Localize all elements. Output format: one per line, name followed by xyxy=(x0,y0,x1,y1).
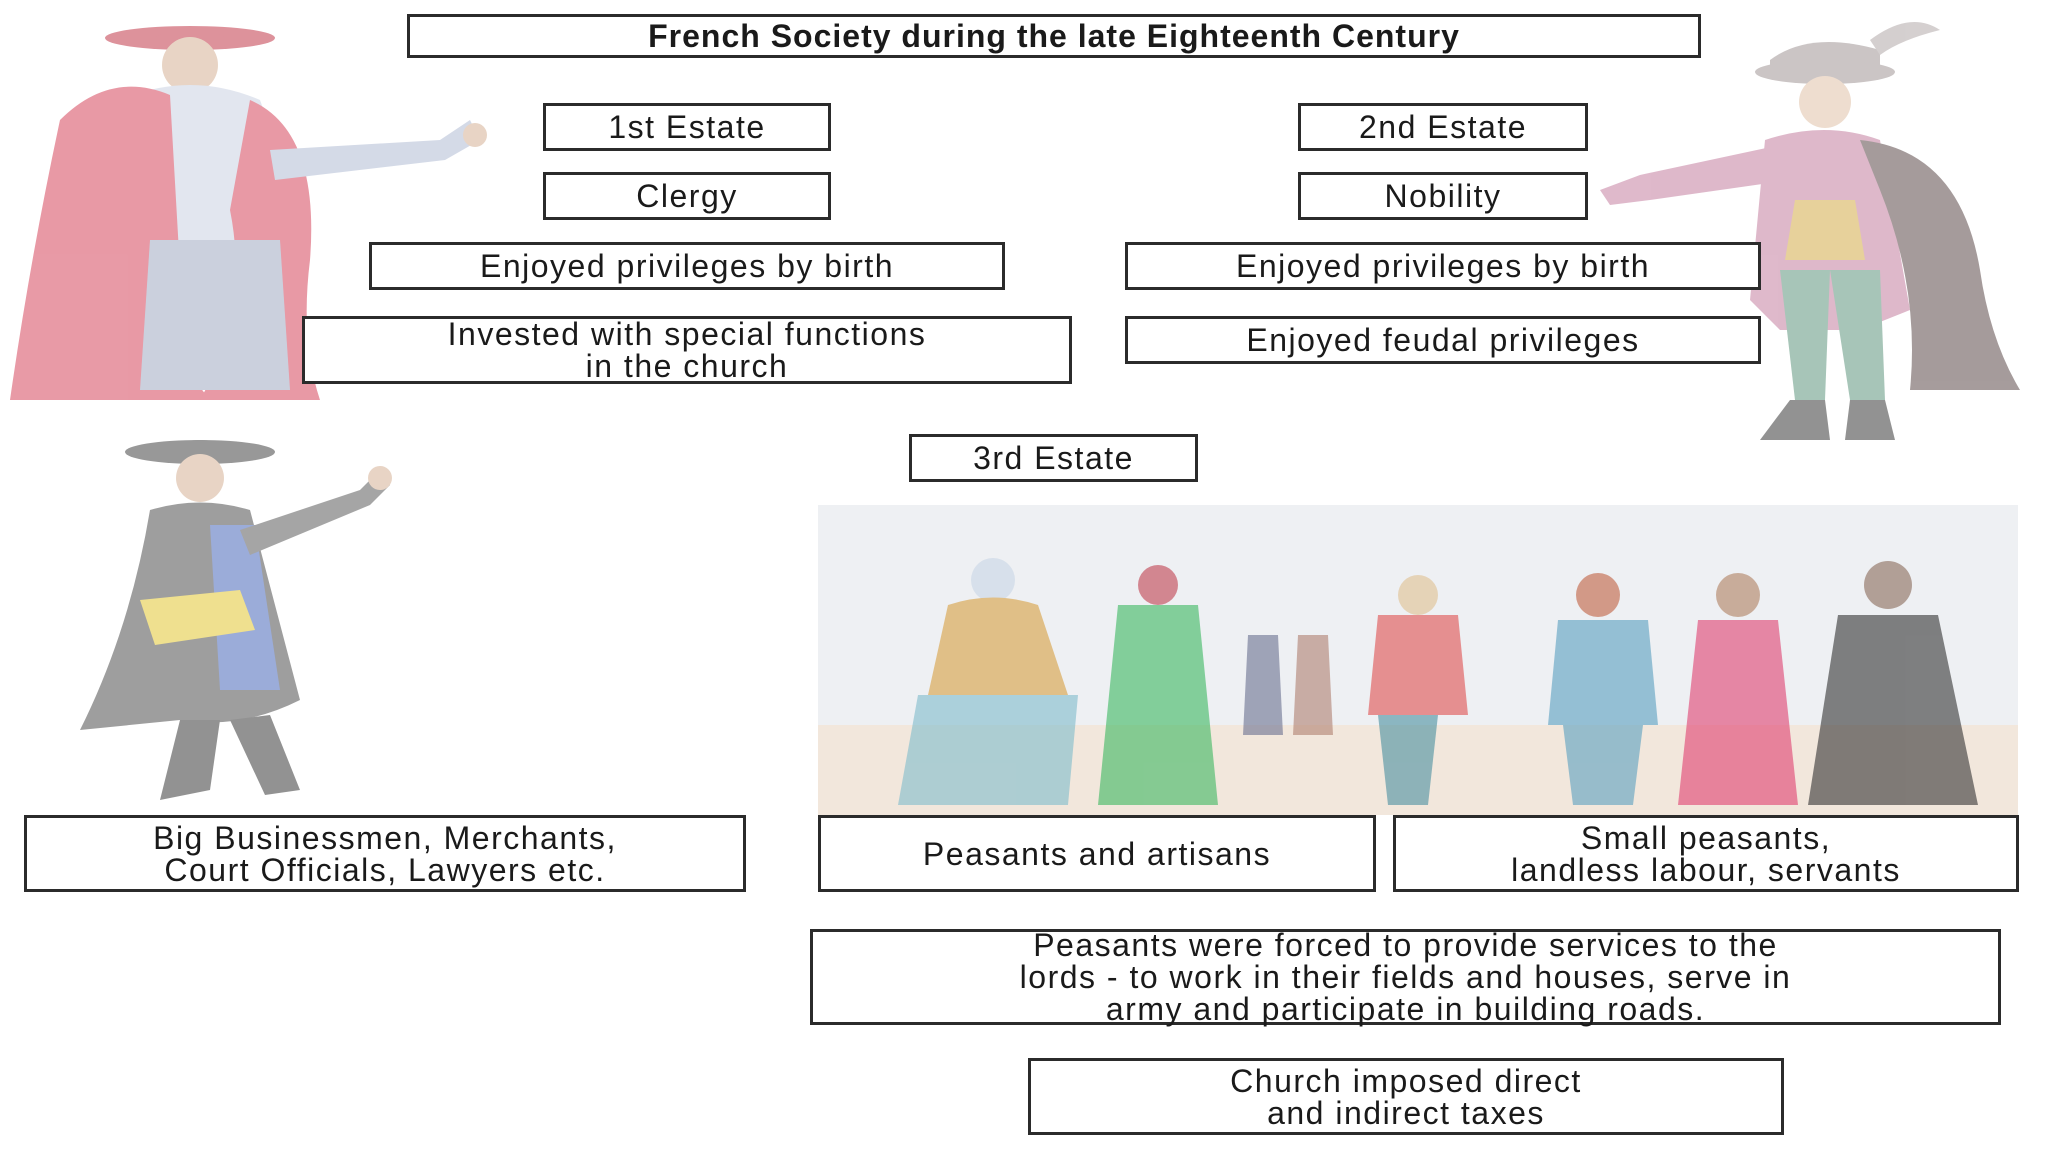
third-estate-bourgeoisie: Big Businessmen, Merchants, Court Offici… xyxy=(24,815,746,892)
noble-illustration xyxy=(1600,22,2020,440)
second-estate-privilege-birth: Enjoyed privileges by birth xyxy=(1125,242,1761,290)
third-estate-heading: 3rd Estate xyxy=(909,434,1198,482)
clergy-illustration xyxy=(10,26,487,401)
first-estate-group: Clergy xyxy=(543,172,831,220)
first-estate-privilege-birth: Enjoyed privileges by birth xyxy=(369,242,1005,290)
bourgeois-illustration xyxy=(80,440,392,800)
peasants-crowd-illustration xyxy=(818,505,2018,815)
first-estate-privilege-church: Invested with special functions in the c… xyxy=(302,316,1072,384)
diagram-title: French Society during the late Eighteent… xyxy=(407,14,1701,58)
first-estate-heading: 1st Estate xyxy=(543,103,831,151)
second-estate-group: Nobility xyxy=(1298,172,1588,220)
second-estate-heading: 2nd Estate xyxy=(1298,103,1588,151)
third-estate-small-peasants: Small peasants, landless labour, servant… xyxy=(1393,815,2019,892)
church-taxes-note: Church imposed direct and indirect taxes xyxy=(1028,1058,1784,1135)
third-estate-peasants-artisans: Peasants and artisans xyxy=(818,815,1376,892)
peasant-services-note: Peasants were forced to provide services… xyxy=(810,929,2001,1025)
second-estate-privilege-feudal: Enjoyed feudal privileges xyxy=(1125,316,1761,364)
